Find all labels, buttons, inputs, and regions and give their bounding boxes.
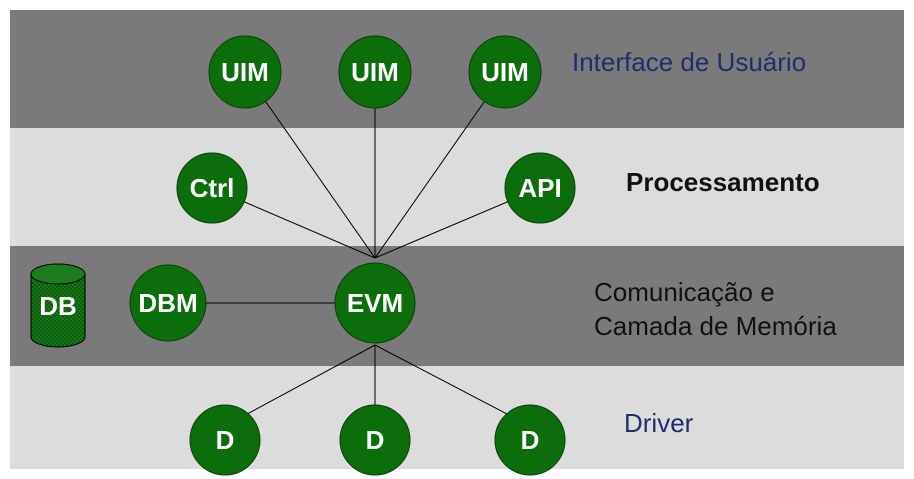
communication-layer-label-line2: Camada de Memória <box>594 311 837 341</box>
dbm-label: DBM <box>138 288 197 318</box>
dbm-node: DBM <box>129 264 207 342</box>
interface-layer-label: Interface de Usuário <box>572 47 806 77</box>
driver-layer-label: Driver <box>624 408 694 438</box>
ctrl-node: Ctrl <box>176 152 248 224</box>
driver-center-node: D <box>339 404 411 476</box>
uim-center-label: UIM <box>351 57 399 87</box>
processing-layer-label: Processamento <box>626 167 820 197</box>
interface-band <box>10 10 904 128</box>
uim-center-node: UIM <box>338 35 412 109</box>
ctrl-label: Ctrl <box>190 173 235 203</box>
driver-band <box>10 366 904 469</box>
driver-center-label: D <box>366 425 385 455</box>
driver-left-label: D <box>216 425 235 455</box>
evm-node: EVM <box>334 262 416 344</box>
uim-right-label: UIM <box>481 57 529 87</box>
uim-left-label: UIM <box>221 57 269 87</box>
connector-uim-right-evm <box>374 71 506 259</box>
api-node: API <box>504 152 576 224</box>
connector-evm-driver-left <box>224 344 376 427</box>
uim-right-node: UIM <box>468 35 542 109</box>
connector-uim-left-evm <box>244 71 376 259</box>
driver-right-label: D <box>521 425 540 455</box>
driver-right-node: D <box>494 404 566 476</box>
communication-layer-label-line1: Comunicação e <box>594 277 775 307</box>
api-label: API <box>518 173 561 203</box>
processing-band <box>10 128 904 246</box>
connector-evm-driver-right <box>374 344 531 427</box>
db-label: DB <box>39 291 77 321</box>
driver-left-node: D <box>189 404 261 476</box>
database-cylinder: DB <box>30 263 86 348</box>
uim-left-node: UIM <box>208 35 282 109</box>
evm-label: EVM <box>347 288 403 318</box>
